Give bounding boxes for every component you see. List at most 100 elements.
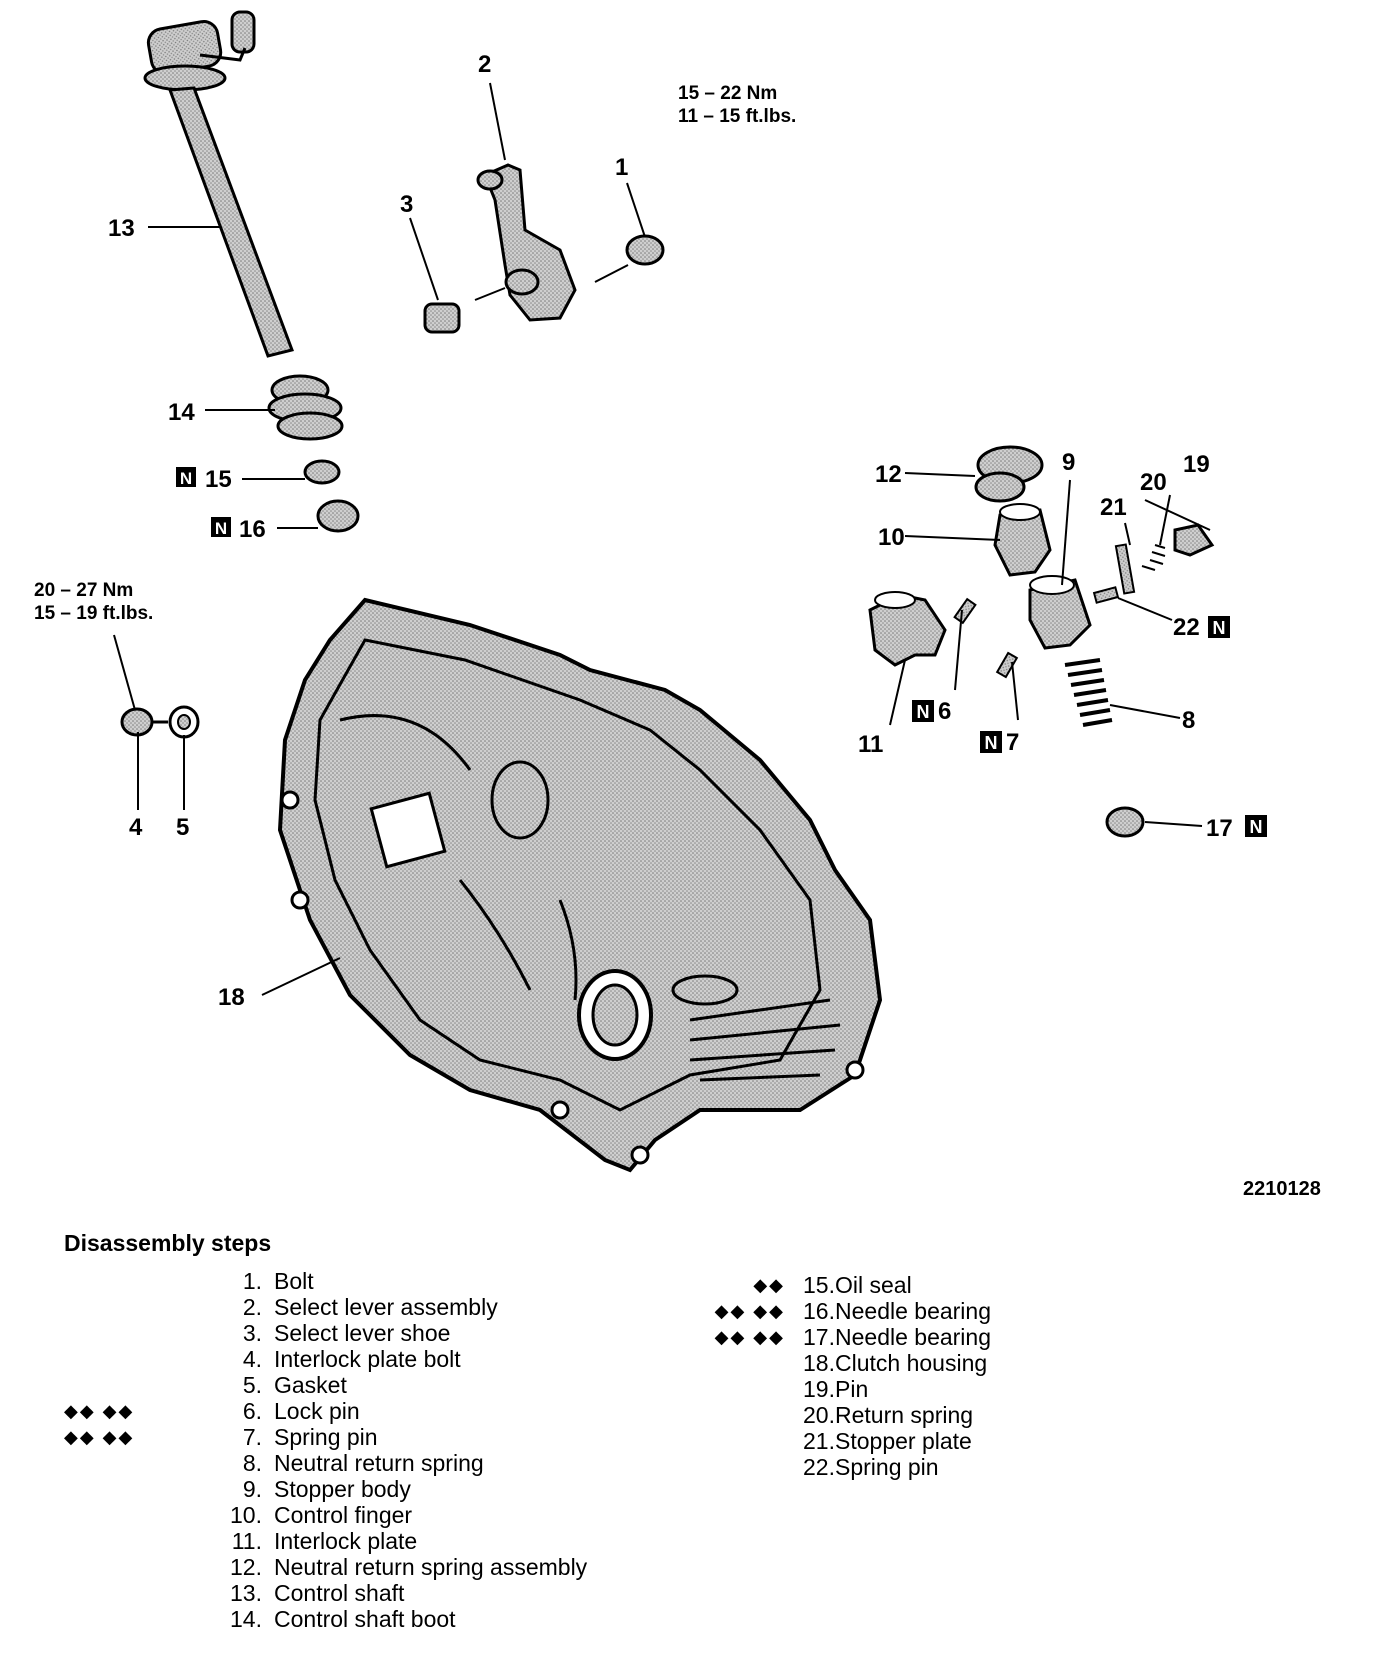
gasket-part — [168, 705, 200, 739]
callout-20: 20 — [1140, 469, 1167, 496]
step-label: Oil seal — [835, 1272, 912, 1298]
spring-pin-22-part — [1092, 586, 1120, 604]
step-label: Return spring — [835, 1402, 974, 1428]
step-item: 5.Gasket — [64, 1372, 624, 1398]
step-number: 10. — [230, 1502, 262, 1528]
step-label: Select lever shoe — [274, 1320, 451, 1346]
pin-part — [1173, 523, 1215, 557]
step-number: 14. — [230, 1606, 262, 1632]
callout-2: 2 — [478, 51, 491, 78]
needle-bearing-17-part — [1105, 806, 1145, 838]
step-number: 8. — [242, 1450, 262, 1476]
step-number: 15. — [803, 1272, 835, 1298]
step-item: 1.Bolt — [64, 1268, 624, 1294]
step-item: 8. Neutral return spring — [64, 1450, 624, 1476]
control-finger-part — [993, 503, 1052, 577]
callout-15: 15 — [205, 466, 232, 493]
callout-22: 22 — [1173, 614, 1200, 641]
callout-14: 14 — [168, 399, 195, 426]
step-item: 18.Clutch housing — [695, 1350, 1255, 1376]
step-item: ◆◆ ◆◆16.Needle bearing — [695, 1298, 1255, 1324]
step-item: 14. Control shaft boot — [64, 1606, 624, 1632]
step-label: Select lever assembly — [274, 1294, 498, 1320]
step-item: 11. Interlock plate — [64, 1528, 624, 1554]
step-label: Control shaft boot — [274, 1606, 456, 1632]
torque-bolt4-nm: 20 – 27 Nm — [34, 580, 133, 601]
step-number: 12. — [230, 1554, 262, 1580]
step-marks: ◆◆ ◆◆ — [64, 1427, 135, 1447]
callout-6: 6 — [938, 698, 951, 725]
callout-12: 12 — [875, 461, 902, 488]
callout-5: 5 — [176, 814, 189, 841]
step-item: 4. Interlock plate bolt — [64, 1346, 624, 1372]
step-number: 11. — [231, 1528, 262, 1554]
torque-bolt1-ftlbs: 11 – 15 ft.lbs. — [678, 106, 796, 127]
svg-text:N: N — [180, 469, 192, 488]
step-item: ◆◆ 15.Oil seal — [695, 1272, 1255, 1298]
torque-bolt4-ftlbs: 15 – 19 ft.lbs. — [34, 603, 153, 624]
svg-text:N: N — [215, 519, 227, 538]
step-item: 9. Stopper body — [64, 1476, 624, 1502]
step-marks: ◆◆ ◆◆ — [64, 1401, 135, 1421]
step-marks: ◆◆ — [753, 1275, 785, 1295]
figure-id: 2210128 — [1243, 1178, 1321, 1200]
step-number: 6. — [242, 1398, 262, 1424]
callout-19: 19 — [1183, 451, 1210, 478]
step-item: 13.Control shaft — [64, 1580, 624, 1606]
step-item: 12.Neutral return spring assembly — [64, 1554, 624, 1580]
interlock-plate-bolt-part — [120, 707, 168, 737]
control-shaft-boot-part — [267, 374, 344, 441]
stopper-plate-part — [1114, 543, 1136, 595]
step-label: Bolt — [274, 1268, 314, 1294]
select-lever-shoe-part — [423, 302, 461, 334]
step-label: Interlock plate bolt — [274, 1346, 461, 1372]
spring-pin-part — [995, 651, 1019, 679]
callout-7: 7 — [1006, 729, 1019, 756]
svg-text:N: N — [985, 733, 998, 753]
step-number: 2. — [242, 1294, 262, 1320]
step-marks: ◆◆ ◆◆ — [714, 1301, 785, 1321]
return-spring-part — [1141, 544, 1166, 571]
step-number: 19. — [803, 1376, 835, 1402]
step-item: 2. Select lever assembly — [64, 1294, 624, 1320]
step-label: Control finger — [274, 1502, 413, 1528]
step-number: 4. — [242, 1346, 262, 1372]
step-label: Control shaft — [274, 1580, 405, 1606]
step-number: 9. — [242, 1476, 262, 1502]
needle-bearing-part — [316, 499, 360, 533]
callout-4: 4 — [129, 814, 143, 841]
stopper-body-part — [1028, 575, 1092, 650]
step-number: 17. — [803, 1324, 835, 1350]
step-item: 3. Select lever shoe — [64, 1320, 624, 1346]
oil-seal-part — [303, 459, 341, 485]
step-item: ◆◆ ◆◆17.Needle bearing — [695, 1324, 1255, 1350]
callout-11: 11 — [858, 731, 883, 758]
step-label: Stopper plate — [835, 1428, 972, 1454]
step-item: 10. Control finger — [64, 1502, 624, 1528]
callout-8: 8 — [1182, 707, 1195, 734]
step-label: Spring pin — [835, 1454, 939, 1480]
step-number: 16. — [803, 1298, 835, 1324]
step-label: Pin — [835, 1376, 869, 1402]
neutral-return-spring-part — [1064, 658, 1113, 727]
new-part-mark-17 — [1245, 815, 1267, 837]
step-label: Gasket — [274, 1372, 347, 1398]
step-label: Stopper body — [274, 1476, 411, 1502]
lock-pin-part — [953, 597, 977, 625]
control-shaft-part — [143, 10, 294, 358]
svg-text:N: N — [1250, 817, 1263, 837]
step-label: Interlock plate — [274, 1528, 418, 1554]
callout-17: 17 — [1206, 815, 1233, 842]
step-label: Lock pin — [274, 1398, 360, 1424]
step-label: Neutral return spring — [274, 1450, 484, 1476]
callout-13: 13 — [108, 215, 135, 242]
step-number: 3. — [242, 1320, 262, 1346]
leader-lines — [113, 82, 1211, 996]
step-number: 18. — [803, 1350, 835, 1376]
callout-16: 16 — [239, 516, 266, 543]
new-part-mark-16 — [211, 517, 231, 537]
callout-21: 21 — [1100, 494, 1127, 521]
neutral-return-spring-assembly-part — [974, 445, 1044, 503]
step-item: ◆◆ ◆◆7.Spring pin — [64, 1424, 624, 1450]
